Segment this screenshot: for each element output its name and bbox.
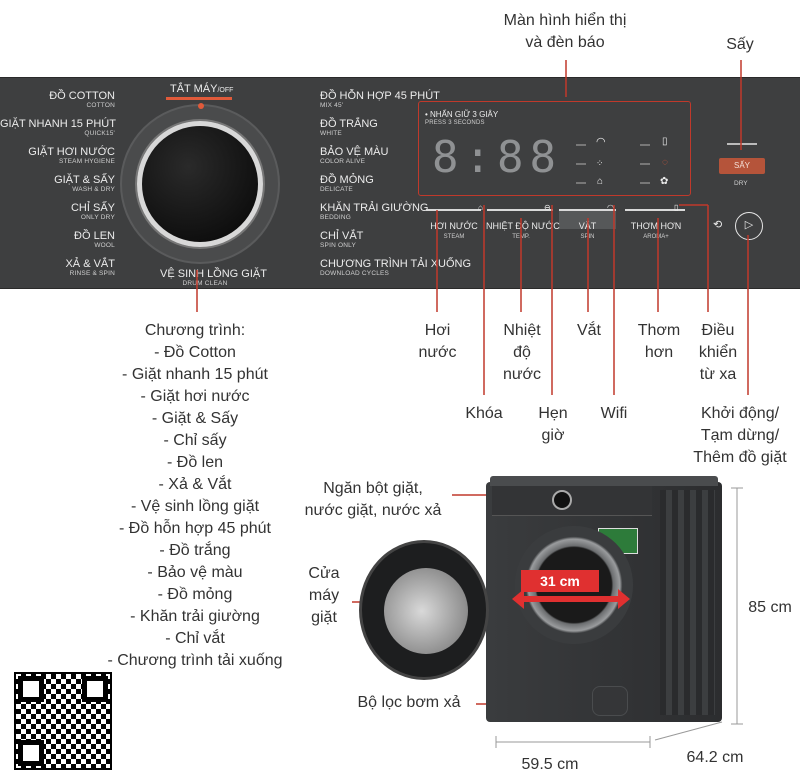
- program-list-item: - Chỉ vắt: [165, 630, 225, 647]
- lock-small-icon: ⌂: [478, 203, 483, 212]
- timer-small-icon: ⊖: [544, 203, 551, 212]
- program-list-item: - Đồ mỏng: [157, 586, 233, 603]
- lock-callout: Khóa: [465, 405, 503, 422]
- program-list-item: - Đồ trắng: [159, 542, 231, 559]
- opening-dimension: 31 cm: [521, 570, 599, 592]
- start-callout: Khởi động/Tạm dừng/Thêm đồ giặt: [693, 405, 787, 466]
- wifi-small-icon: ◠: [607, 203, 614, 212]
- aroma-bar: [625, 209, 685, 211]
- qr-code: [14, 672, 112, 770]
- temp-bar: [487, 209, 553, 211]
- opening-arrow-left-head: [512, 589, 524, 609]
- program-list-item: - Giặt hơi nước: [140, 388, 250, 405]
- indicator-dashes-right: [640, 142, 650, 184]
- program-list-item: - Đồ hỗn hợp 45 phút: [119, 520, 271, 537]
- program-list-item: - Đồ len: [166, 454, 224, 471]
- dry-button[interactable]: SẤY: [719, 158, 765, 174]
- programs-list: Chương trình: - Đồ Cotton - Giặt nhanh 15…: [90, 320, 300, 672]
- program-list-item: - Khăn trải giường: [130, 608, 260, 625]
- width-dimension: 59.5 cm: [521, 756, 579, 773]
- opening-arrow: [520, 596, 620, 602]
- start-pause-button[interactable]: ▷: [735, 212, 763, 240]
- machine-top: [490, 476, 718, 486]
- depth-dimension: 64.2 cm: [686, 749, 744, 766]
- remote-start-icon: ⟲: [713, 219, 723, 231]
- off-underline: [166, 97, 232, 100]
- machine-control-strip: [492, 486, 652, 516]
- filter-callout: Bộ lọc bơm xả: [357, 694, 461, 711]
- aroma-indicator-icon: ✿: [660, 176, 669, 187]
- machine-knob: [552, 490, 572, 510]
- remote-small-icon: ▯: [674, 203, 679, 212]
- program-list-item: - Đồ Cotton: [154, 344, 236, 361]
- spin-callout: Vắt: [576, 322, 601, 339]
- dial-marker: [198, 103, 204, 109]
- program-list-item: - Giặt & Sấy: [151, 410, 239, 427]
- machine-door-glass: [384, 568, 468, 654]
- program-list-item: - Bảo vệ màu: [147, 564, 243, 581]
- drain-filter: [592, 686, 628, 716]
- wifi-callout: Wifi: [600, 405, 628, 422]
- dry-indicator-line: [727, 143, 757, 145]
- machine-side-panels: [660, 490, 715, 715]
- off-label: TẮT MÁY/OFF: [170, 83, 234, 95]
- opening-arrow-right-head: [618, 589, 630, 609]
- detergent-callout: Ngăn bột giặt,nước giặt, nước xả: [304, 480, 442, 519]
- steam-indicator-icon: ⁘: [596, 158, 604, 168]
- display-window: [418, 101, 691, 196]
- remote-indicator-icon: ▯: [662, 136, 668, 147]
- program-list-item: - Giặt nhanh 15 phút: [122, 366, 268, 383]
- height-dimension: 85 cm: [748, 599, 792, 616]
- program-list-item: - Chỉ sấy: [163, 432, 227, 449]
- spin-bar: [559, 209, 616, 211]
- program-list-item: - Vệ sinh lồng giặt: [130, 498, 260, 515]
- wifi-icon: ◠: [596, 136, 606, 148]
- dry-indicator-icon: ◌: [662, 157, 668, 168]
- dry-callout: Sấy: [726, 36, 754, 53]
- dry-en-label: DRY: [734, 180, 748, 187]
- steam-bar: [426, 209, 481, 211]
- program-list-item: - Xả & Vắt: [158, 476, 232, 493]
- programs-title: Chương trình:: [144, 322, 246, 339]
- digit-display: 8:88: [432, 132, 562, 183]
- program-dial[interactable]: [137, 121, 263, 247]
- program-list-item: - Chương trình tải xuống: [107, 652, 283, 669]
- indicator-dashes: [576, 142, 586, 184]
- lock-icon: ⌂: [597, 176, 604, 187]
